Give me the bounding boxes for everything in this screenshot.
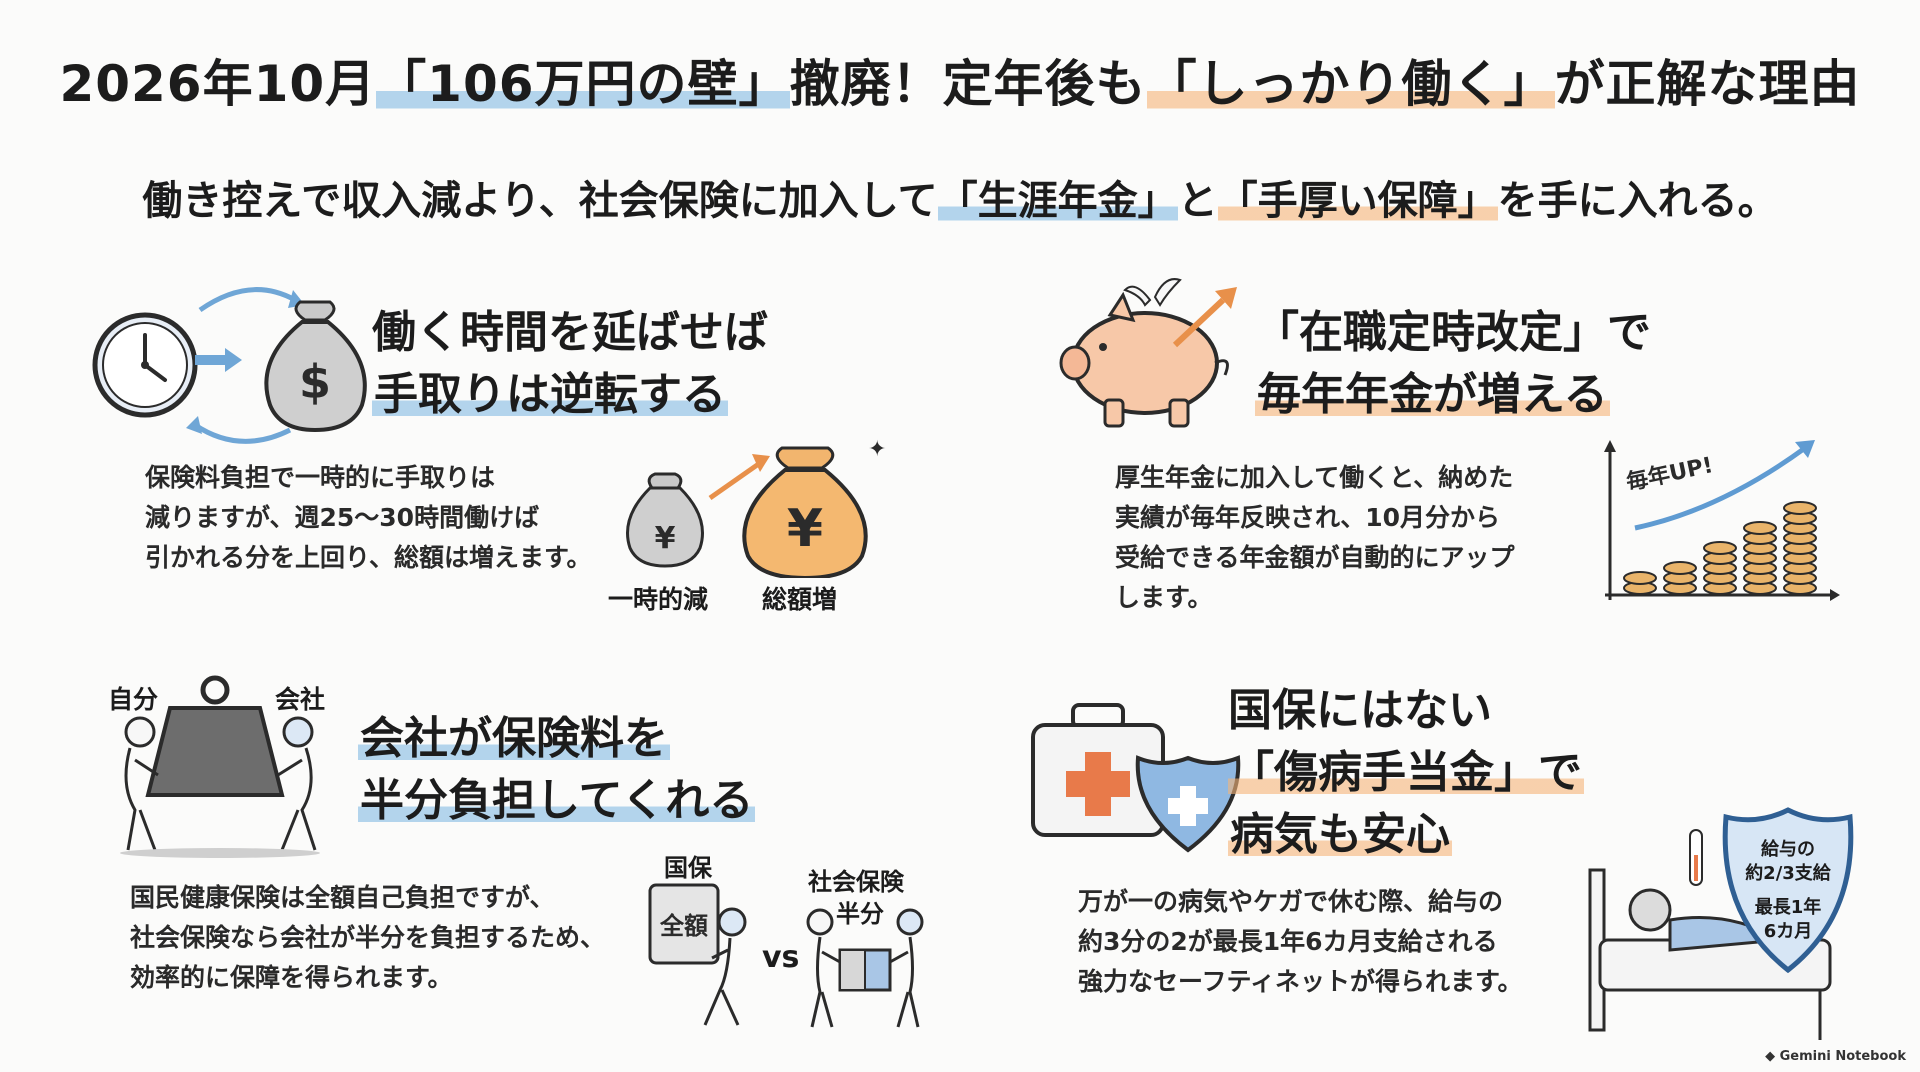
title-middle: 撤廃！定年後も [789,55,1147,113]
clock-icon [92,312,198,418]
section3-body: 国民健康保険は全額自己負担ですが、 社会保険なら会社が半分を負担するため、 効率… [130,878,605,998]
coin [1783,501,1817,515]
section3-heading-line1: 会社が保険料を [358,713,670,764]
person-company-icon [277,716,317,851]
section1-heading-line2: 手取りは逆転する [372,369,728,420]
section1-body-line: 減りますが、週25～30時間働けば [145,503,540,532]
subtitle-highlight-coverage: 「手厚い保障」 [1217,178,1498,224]
piggy-bank-illustration [1059,278,1237,428]
page-subtitle: 働き控えで収入減より、社会保険に加入して「生涯年金」と「手厚い保障」を手に入れる… [0,168,1920,226]
kokuho-full-burden-illustration: 全額 [648,883,747,1026]
section1-heading-line1: 働く時間を延ばせば [372,307,768,358]
section4-heading-line1: 国保にはない [1228,685,1492,736]
section4-body: 万が一の病気やケガで休む際、給与の 約3分の2が最長1年6カ月支給される 強力な… [1078,882,1523,1002]
piggy-bank-icon [1059,278,1229,428]
section3-body-line: 社会保険なら会社が半分を負担するため、 [130,923,606,952]
yen-bags-illustration: ¥ ¥ ✦ [626,438,886,578]
person-self-icon [124,716,159,851]
sparkle-icon: ✦ [868,438,886,462]
title-highlight-wall: 「106万円の壁」 [376,55,790,113]
label-company: 会社 [275,685,326,714]
shield-text-line2: 約2/3支給 [1745,862,1832,884]
first-aid-kit-icon [1031,703,1165,837]
section4-heading-line2: 「傷病手当金」で [1228,747,1584,798]
title-highlight-work: 「しっかり働く」 [1146,55,1555,113]
label-vs: vs [762,940,800,975]
subtitle-prefix: 働き控えで収入減より、社会保険に加入して [142,178,938,224]
coin [1663,561,1697,575]
subtitle-middle: と [1177,178,1218,224]
medical-illustration [1031,703,1241,853]
section2-body-line: します。 [1115,583,1213,612]
label-total-increase: 総額増 [762,585,838,614]
section3-heading-line2: 半分負担してくれる [358,775,756,826]
chart-annual-up-label: 毎年UP! [1624,452,1716,496]
label-temporary-decrease: 一時的減 [608,585,709,614]
coin-chart-icon: 毎年UP! [1604,440,1840,601]
large-yen-bag-icon: ¥ [742,446,868,578]
label-self: 自分 [108,685,159,714]
subtitle-highlight-pension: 「生涯年金」 [937,178,1178,224]
coin [1623,571,1657,585]
gemini-logo-icon: ◆ [1765,1049,1780,1064]
shield-text-line3: 最長1年 [1755,896,1822,918]
person-kokuho-icon [703,907,747,1026]
small-yen-sign: ¥ [655,521,676,556]
label-shakai-hoken: 社会保険 [808,868,904,896]
section2-body: 厚生年金に加入して働くと、納めた 実績が毎年反映され、10月分から 受給できる年… [1115,458,1515,618]
section3-body-line: 効率的に保障を得られます。 [130,963,453,992]
weight-icon [145,675,285,797]
section1-heading: 働く時間を延ばせば 手取りは逆転する [372,302,768,426]
brand-footer: ◆ Gemini Notebook [1765,1049,1906,1064]
large-yen-sign: ¥ [787,499,823,559]
section3-body-line: 国民健康保険は全額自己負担ですが、 [130,883,555,912]
clock-money-illustration: $ [92,287,367,444]
section4-heading-line3: 病気も安心 [1228,809,1452,860]
section1-body: 保険料負担で一時的に手取りは 減りますが、週25～30時間働けば 引かれる分を上… [145,458,592,578]
section4-body-line: 強力なセーフティネットが得られます。 [1078,967,1523,996]
dollar-sign: $ [299,355,331,409]
small-yen-bag-icon: ¥ [626,472,704,568]
person-left-icon [806,908,841,1028]
shield-text-line1: 給与の [1761,838,1815,860]
section4-body-line: 万が一の病気やケガで休む際、給与の [1078,887,1504,916]
section2-heading: 「在職定時改定」で 毎年年金が増える [1255,302,1651,426]
title-prefix: 2026年10月 [59,55,377,113]
section1-body-line: 保険料負担で一時的に手取りは [145,463,496,492]
section3-heading: 会社が保険料を 半分負担してくれる [358,708,756,832]
label-kokuho: 国保 [664,854,712,882]
brand-name: Gemini Notebook [1779,1049,1906,1064]
coin [1743,521,1777,535]
weight-illustration [120,675,320,858]
section2-body-line: 厚生年金に加入して働くと、納めた [1115,463,1514,492]
section1-body-line: 引かれる分を上回り、総額は増えます。 [145,543,592,572]
subtitle-suffix: を手に入れる。 [1497,178,1778,224]
label-full-amount: 全額 [659,912,708,940]
section4-heading: 国保にはない 「傷病手当金」で 病気も安心 [1228,680,1584,866]
section2-body-line: 実績が毎年反映され、10月分から [1115,503,1501,532]
section4-body-line: 約3分の2が最長1年6カ月支給される [1078,927,1498,956]
money-bag-icon: $ [264,300,367,433]
coin [1703,541,1737,555]
title-suffix: が正解な理由 [1554,55,1861,113]
shield-text-line4: 6カ月 [1764,921,1813,942]
section2-heading-line2: 毎年年金が増える [1255,369,1610,420]
person-right-icon [889,908,924,1028]
label-half: 半分 [836,900,884,928]
section2-heading-line1: 「在職定時改定」で [1255,307,1651,358]
section2-body-line: 受給できる年金額が自動的にアップ [1115,543,1515,572]
page-title: 2026年10月「106万円の壁」撤廃！定年後も「しっかり働く」が正解な理由 [0,44,1920,116]
coin-stacks [1623,501,1817,595]
benefit-shield-badge: 給与の 約2/3支給 最長1年 6カ月 [1722,807,1854,974]
shakai-hoken-shared-illustration [806,908,924,1028]
